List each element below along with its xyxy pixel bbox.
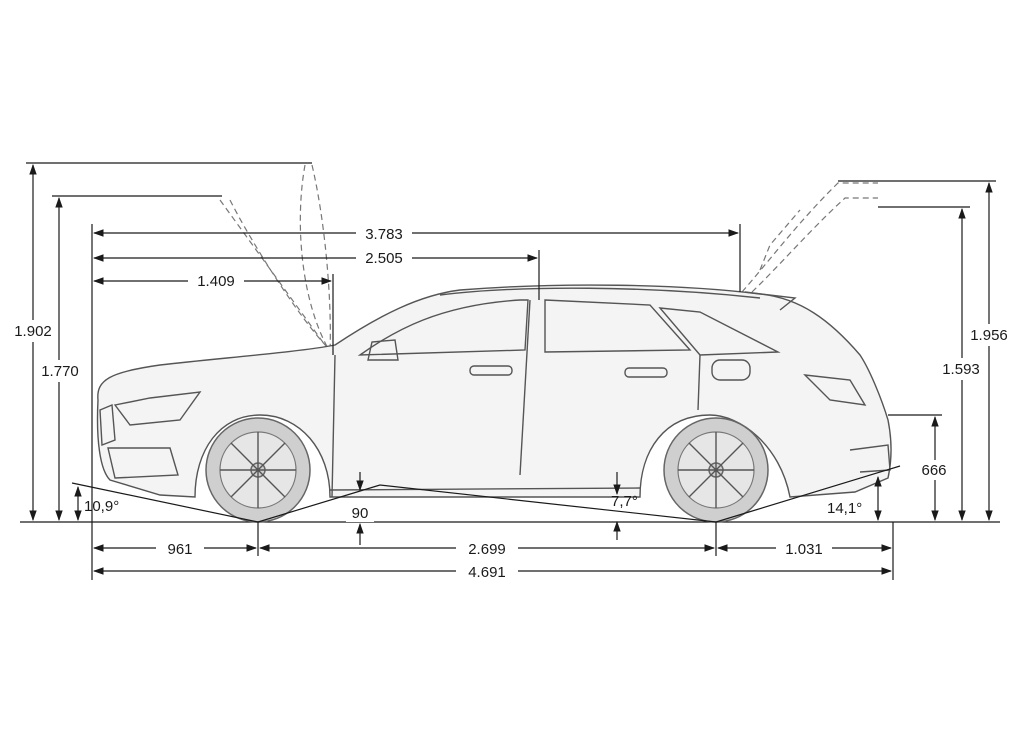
departure-angle-line [715,465,901,523]
label-rear-overhang: 1.031 [785,541,823,558]
label-approach-angle: 10,9° [84,498,119,515]
label-height-hood-inner: 1.770 [41,363,79,380]
label-height-tailgate-inner: 1.593 [942,361,980,378]
label-front-to-a-pillar: 1.409 [197,273,235,290]
rear-wheel [663,417,769,523]
front-wheel [205,417,311,523]
label-front-overhang: 961 [167,541,192,558]
label-front-to-b-pillar: 2.505 [365,250,403,267]
approach-angle-line [71,482,259,523]
label-rear-edge-height: 666 [921,462,946,479]
label-height-hood-open: 1.902 [14,323,52,340]
label-departure-angle: 14,1° [827,500,862,517]
car-side-view [96,284,892,498]
label-ramp-angle: 7,7° [611,493,638,510]
open-tailgate-outline [741,182,878,293]
ramp-angle-line-rear [379,484,717,523]
label-wheelbase: 2.699 [468,541,506,558]
label-ground-clearance: 90 [352,505,369,522]
label-height-tailgate-open: 1.956 [970,327,1008,344]
label-length-to-tailgate: 3.783 [365,226,403,243]
label-overall-length: 4.691 [468,564,506,581]
ramp-angle-line-front [257,484,381,523]
